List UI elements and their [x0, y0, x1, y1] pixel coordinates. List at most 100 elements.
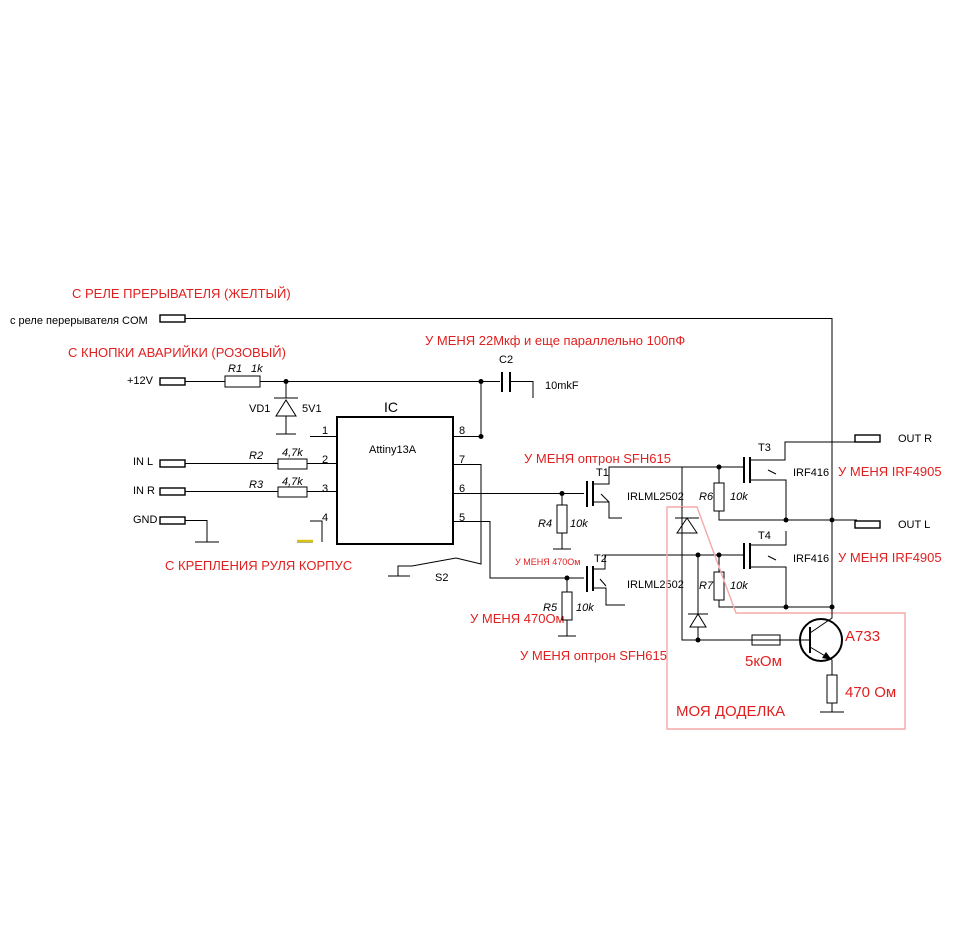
value-r6: 10k [730, 491, 748, 503]
annotation-modification: МОЯ ДОДЕЛКА [676, 703, 785, 720]
diode-top [675, 517, 699, 534]
terminal-out-r [854, 434, 881, 443]
label-in-r: IN R [133, 485, 155, 497]
ic-pin-4: 4 [322, 512, 328, 524]
value-r1: 1k [251, 363, 263, 375]
value-r4: 10k [570, 518, 588, 530]
value-r7: 10k [730, 580, 748, 592]
value-r3: 4,7k [282, 476, 303, 488]
ic-pin-3: 3 [322, 483, 328, 495]
mosfet-t3 [743, 457, 751, 483]
annotation-t3: У МЕНЯ IRF4905 [838, 464, 942, 479]
ic-pin-2: 2 [322, 454, 328, 466]
mosfet-t4 [743, 543, 751, 569]
label-gnd: GND [133, 514, 158, 526]
wire-r6 [718, 467, 857, 521]
label-out-r: OUT R [898, 433, 932, 445]
wire-transistor [802, 607, 833, 675]
label-r2: R2 [249, 450, 263, 462]
annotation-r5: У МЕНЯ 470Ом [470, 611, 565, 626]
value-c2: 10mkF [545, 380, 579, 392]
ic-pin-6: 6 [459, 483, 465, 495]
label-vd1: VD1 [249, 403, 270, 415]
value-t4: IRF416 [793, 553, 829, 565]
wire-r7 [718, 555, 832, 608]
resistor-r2 [277, 458, 308, 470]
terminal-in-l [159, 459, 186, 468]
label-r3: R3 [249, 479, 264, 491]
ic-name: Attiny13A [369, 444, 417, 456]
value-t1: IRLML2502 [627, 491, 684, 503]
wire-t4 [737, 531, 787, 607]
label-r6: R6 [699, 491, 714, 503]
wire-gnd [185, 520, 219, 543]
label-ic: IC [384, 399, 398, 415]
junction [829, 517, 835, 523]
value-r5: 10k [576, 602, 594, 614]
terminal-in-r [159, 487, 186, 496]
transistor-a733 [799, 618, 843, 662]
capacitor-c2 [501, 372, 511, 392]
annotation-opto-bottom: У МЕНЯ оптрон SFH615 [520, 648, 667, 663]
annotation-t4: У МЕНЯ IRF4905 [838, 550, 942, 565]
wire-pin7-s2 [453, 464, 482, 565]
resistor-emitter [826, 674, 838, 704]
resistor-r5 [561, 591, 573, 621]
annotation-capacitor: У МЕНЯ 22Мкф и еще параллельно 100пФ [425, 333, 685, 348]
value-vd1: 5V1 [302, 403, 322, 415]
ic-attiny13a [336, 416, 454, 545]
terminal-plus12v [159, 377, 186, 386]
resistor-r1 [224, 375, 261, 388]
wire-emitter-gnd [820, 703, 844, 713]
label-r1: R1 [228, 363, 242, 375]
resistor-base [751, 634, 781, 646]
junction [783, 604, 789, 610]
label-r4: R4 [538, 518, 552, 530]
label-c2: C2 [499, 354, 513, 366]
wire-r4 [553, 493, 571, 550]
label-r5: R5 [543, 602, 558, 614]
terminal-out-l [854, 520, 881, 529]
label-t4: T4 [758, 530, 771, 542]
ic-pin-1: 1 [322, 425, 328, 437]
resistor-r3 [277, 486, 308, 498]
wire-pin4-gnd [297, 520, 323, 543]
annotation-opto-top: У МЕНЯ оптрон SFH615 [524, 451, 671, 466]
junction [695, 637, 701, 643]
wire-r5 [558, 578, 576, 637]
wire-t2 [593, 554, 737, 606]
annotation-hazard-button: С КНОПКИ АВАРИЙКИ (РОЗОВЫЙ) [68, 345, 286, 360]
modification-outline [666, 506, 906, 730]
emitter-arrow [822, 652, 832, 660]
wire-t3 [737, 441, 857, 520]
zener-vd1 [274, 397, 298, 435]
label-t3: T3 [758, 442, 771, 454]
wire-diode-top [681, 507, 802, 641]
terminal-gnd [159, 516, 186, 525]
label-t1: T1 [596, 467, 609, 479]
annotation-r4: У МЕНЯ 470Ом [515, 557, 580, 567]
ic-pin-7: 7 [459, 454, 465, 466]
resistor-r6 [713, 482, 725, 512]
value-t2: IRLML2502 [627, 579, 684, 591]
junction [478, 434, 484, 439]
annotation-relay: С РЕЛЕ ПРЕРЫВАТЕЛЯ (ЖЕЛТЫЙ) [72, 286, 291, 301]
label-s2: S2 [435, 572, 448, 584]
resistor-r4 [556, 504, 568, 534]
label-in-l: IN L [133, 456, 153, 468]
switch-s2 [388, 557, 457, 577]
annotation-ground: С КРЕПЛЕНИЯ РУЛЯ КОРПУС [165, 558, 352, 573]
label-r7: R7 [699, 580, 714, 592]
value-r2: 4,7k [282, 447, 303, 459]
value-base-resistor: 5кОм [745, 653, 782, 670]
diode-bottom [688, 613, 708, 628]
junction [783, 517, 789, 523]
mosfet-t1 [586, 481, 594, 507]
label-plus12v: +12V [127, 375, 154, 387]
label-a733: A733 [845, 628, 880, 645]
junction [695, 552, 701, 558]
wire-pin5 [453, 521, 584, 579]
label-com-relay: с реле перерывателя COM [10, 315, 148, 327]
wire-c2-gnd [510, 381, 534, 398]
